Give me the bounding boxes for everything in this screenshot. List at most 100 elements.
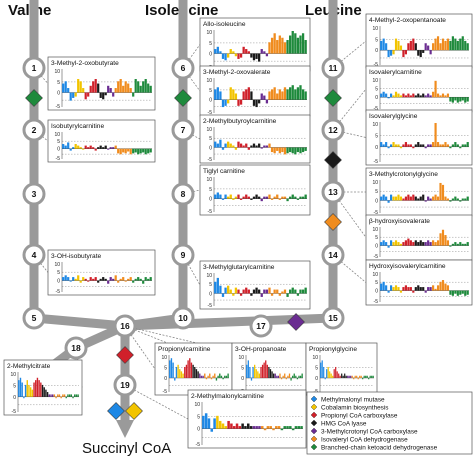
panel-bar (283, 42, 287, 54)
panel-bar (394, 196, 398, 201)
panel-bar (294, 33, 297, 54)
panel-bar (64, 81, 67, 93)
panel-bar (280, 377, 283, 380)
panel-bar (221, 293, 225, 297)
panel-bar (258, 196, 261, 199)
panel-bar (258, 53, 261, 62)
panel-title: Isovalerylcarnitine (369, 69, 422, 76)
step-node-18: 18 (64, 336, 88, 360)
panel-bar (26, 380, 28, 397)
step-node-circle (22, 182, 46, 206)
panel-bar (137, 148, 140, 155)
panel-bar (224, 99, 227, 106)
panel-bar (219, 194, 222, 199)
diamond-d_valine (25, 89, 43, 107)
panel-bar (258, 289, 261, 294)
panel-bar (273, 373, 275, 378)
panel-bar (296, 293, 300, 296)
panel-bar (263, 51, 266, 54)
panel-tick-label: -5 (208, 110, 213, 116)
panel-bar (276, 40, 279, 54)
panel-bar (286, 198, 289, 202)
panel-bar (350, 375, 352, 378)
panel-bar (263, 196, 266, 199)
panel-bar (278, 198, 281, 200)
panel-bar (229, 49, 232, 54)
panel-bar (441, 280, 445, 291)
panel-bar (84, 92, 87, 100)
panel-bar (454, 97, 457, 101)
panel-bar (215, 377, 218, 381)
panel-bar (43, 387, 45, 397)
panel-bar (246, 423, 250, 429)
panel-frame (47, 249, 156, 296)
step-node-label: 10 (178, 313, 188, 323)
panel-tick-label: 10 (10, 372, 16, 378)
panel-bar (412, 38, 415, 51)
panel-bar (297, 426, 300, 429)
panel-bar (260, 198, 263, 202)
panel-bar (409, 144, 412, 147)
panel-bar (294, 147, 297, 155)
panel-bar (286, 89, 289, 100)
panel-bar (427, 144, 430, 147)
panel-bar (414, 240, 417, 246)
step-node-label: 13 (328, 187, 338, 197)
panel-bar (112, 147, 115, 149)
step-node-label: 18 (71, 343, 81, 353)
panel-bar (252, 426, 256, 429)
panel-bar (227, 420, 230, 429)
panel-bar (210, 428, 214, 432)
panel-tick-label: 5 (375, 134, 378, 140)
panel-bar (67, 394, 69, 397)
panel-bar (301, 147, 305, 153)
panel-bar (300, 426, 303, 429)
panel-bar (147, 278, 150, 281)
diamond-d_isoleucine (174, 89, 192, 107)
panel-bar (407, 194, 410, 201)
panel-bar (172, 362, 174, 378)
panel-bar (414, 95, 417, 98)
panel-bar (221, 198, 225, 200)
panel-bar (461, 290, 464, 294)
step-node-label: 15 (328, 313, 338, 323)
panel-bar (402, 242, 405, 246)
panel-bar (224, 426, 228, 429)
panel-bar (326, 369, 328, 378)
panel-title: 2-Methylmalonylcarnitine (191, 393, 264, 400)
panel-bar (232, 293, 235, 296)
panel-bar (132, 92, 135, 97)
panel-bar (265, 53, 269, 57)
legend-item: Propionyl CoA carboxylase (310, 411, 398, 419)
panel-bar (124, 81, 127, 93)
panel-bar (412, 194, 415, 201)
panel-bar (299, 375, 302, 378)
panel-bar (339, 375, 341, 378)
panel-tick-label: -5 (374, 159, 379, 165)
panel-bar (466, 196, 469, 201)
panel-bar (127, 83, 130, 93)
panel-bar (461, 144, 464, 147)
panel-bar (69, 280, 72, 282)
panel-bar (53, 394, 56, 397)
panel-bar (446, 144, 450, 147)
panel-bar (222, 377, 224, 380)
panel-bar (129, 277, 132, 281)
panel-bar (446, 198, 450, 201)
panel-bar (184, 366, 186, 378)
panel-bar (432, 240, 435, 246)
panel-bar (144, 79, 147, 93)
panel-tick-label: 5 (57, 139, 60, 145)
panel-bar (252, 143, 256, 148)
panel-bar (304, 40, 307, 54)
panel-bar (387, 290, 390, 293)
panel-bar (266, 426, 270, 429)
panel-tick-label: 10 (194, 402, 200, 408)
panel-bar (242, 145, 245, 148)
panel-bar (320, 362, 322, 378)
panel-bar (407, 43, 410, 51)
panel-bar (247, 147, 250, 150)
panel-bar (330, 373, 332, 378)
